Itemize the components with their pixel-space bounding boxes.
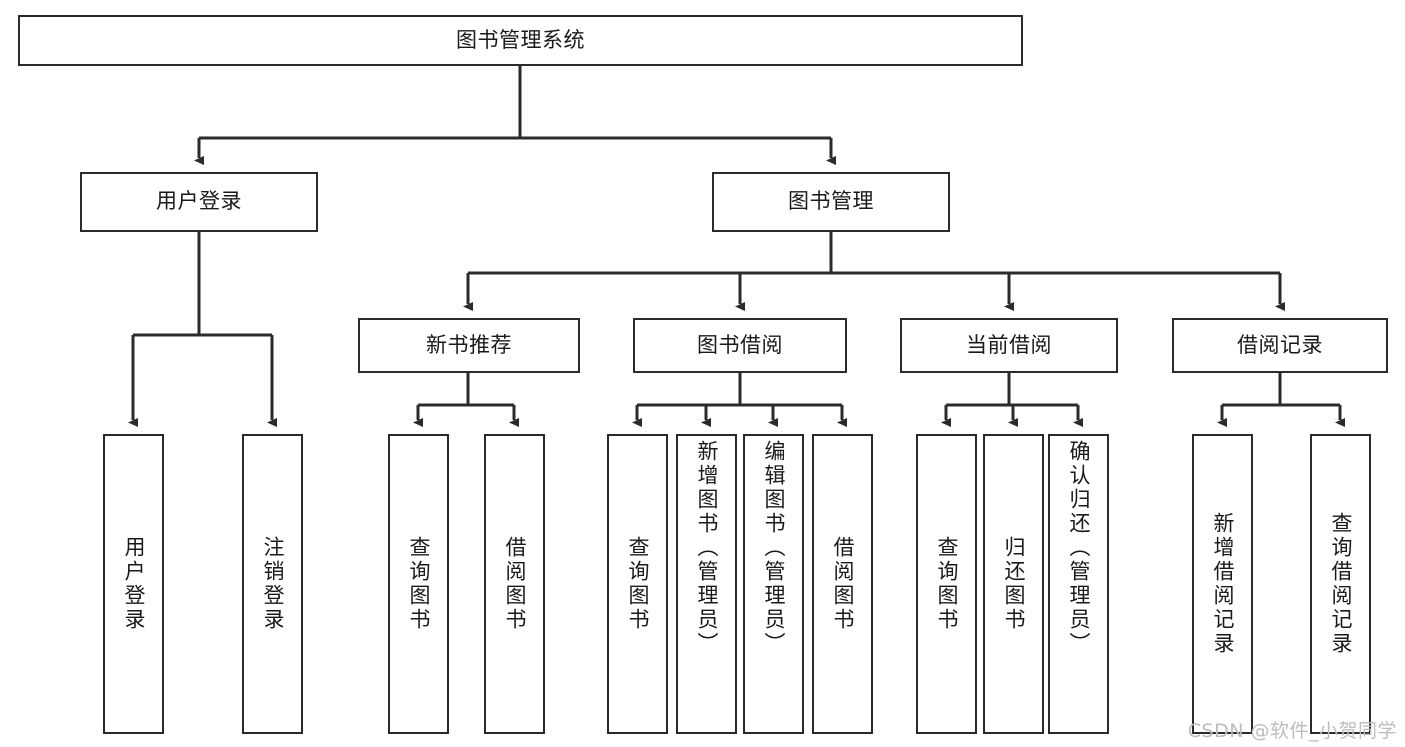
node-leaf-return-book[interactable]: 归还图书	[983, 434, 1044, 734]
node-leaf-query-book-1[interactable]: 查询图书	[388, 434, 449, 734]
node-book-manage-label: 图书管理	[788, 189, 874, 214]
node-leaf-query-book-1-label: 查询图书	[407, 536, 431, 632]
node-leaf-confirm-return-label: 确认归还（管理员）	[1067, 440, 1091, 656]
node-leaf-query-book-3-label: 查询图书	[935, 536, 959, 632]
node-leaf-edit-book-label: 编辑图书（管理员）	[762, 440, 786, 656]
node-leaf-query-borrow-record[interactable]: 查询借阅记录	[1310, 434, 1371, 734]
node-leaf-add-book-label: 新增图书（管理员）	[695, 440, 719, 656]
node-leaf-query-book-2-label: 查询图书	[626, 536, 650, 632]
node-new-book-rec-label: 新书推荐	[426, 332, 512, 357]
node-user-login-label: 用户登录	[156, 189, 242, 214]
csdn-watermark: CSDN @软件_小贺同学	[1187, 720, 1397, 742]
node-leaf-borrow-book-1-label: 借阅图书	[503, 536, 527, 632]
node-leaf-borrow-book-1[interactable]: 借阅图书	[484, 434, 545, 734]
node-leaf-user-login-label: 用户登录	[122, 536, 146, 632]
node-leaf-query-borrow-record-label: 查询借阅记录	[1329, 512, 1353, 656]
node-leaf-user-logout-label: 注销登录	[261, 536, 285, 632]
node-leaf-return-book-label: 归还图书	[1002, 536, 1026, 632]
node-book-borrow-label: 图书借阅	[697, 332, 783, 357]
node-book-manage[interactable]: 图书管理	[712, 172, 950, 232]
node-current-borrow-label: 当前借阅	[966, 332, 1052, 357]
node-root[interactable]: 图书管理系统	[18, 15, 1023, 66]
node-borrow-record[interactable]: 借阅记录	[1172, 318, 1388, 373]
node-borrow-record-label: 借阅记录	[1237, 332, 1323, 357]
node-book-borrow[interactable]: 图书借阅	[633, 318, 847, 373]
node-leaf-add-book[interactable]: 新增图书（管理员）	[676, 434, 737, 734]
node-leaf-edit-book[interactable]: 编辑图书（管理员）	[743, 434, 804, 734]
node-root-label: 图书管理系统	[456, 27, 585, 52]
node-leaf-borrow-book-2-label: 借阅图书	[831, 536, 855, 632]
node-leaf-add-borrow-record[interactable]: 新增借阅记录	[1192, 434, 1253, 734]
node-leaf-confirm-return[interactable]: 确认归还（管理员）	[1048, 434, 1109, 734]
node-current-borrow[interactable]: 当前借阅	[900, 318, 1118, 373]
node-leaf-user-login[interactable]: 用户登录	[103, 434, 164, 734]
node-leaf-user-logout[interactable]: 注销登录	[242, 434, 303, 734]
node-new-book-rec[interactable]: 新书推荐	[358, 318, 580, 373]
node-leaf-borrow-book-2[interactable]: 借阅图书	[812, 434, 873, 734]
node-leaf-query-book-3[interactable]: 查询图书	[916, 434, 977, 734]
node-leaf-add-borrow-record-label: 新增借阅记录	[1211, 512, 1235, 656]
node-leaf-query-book-2[interactable]: 查询图书	[607, 434, 668, 734]
node-user-login[interactable]: 用户登录	[80, 172, 318, 232]
